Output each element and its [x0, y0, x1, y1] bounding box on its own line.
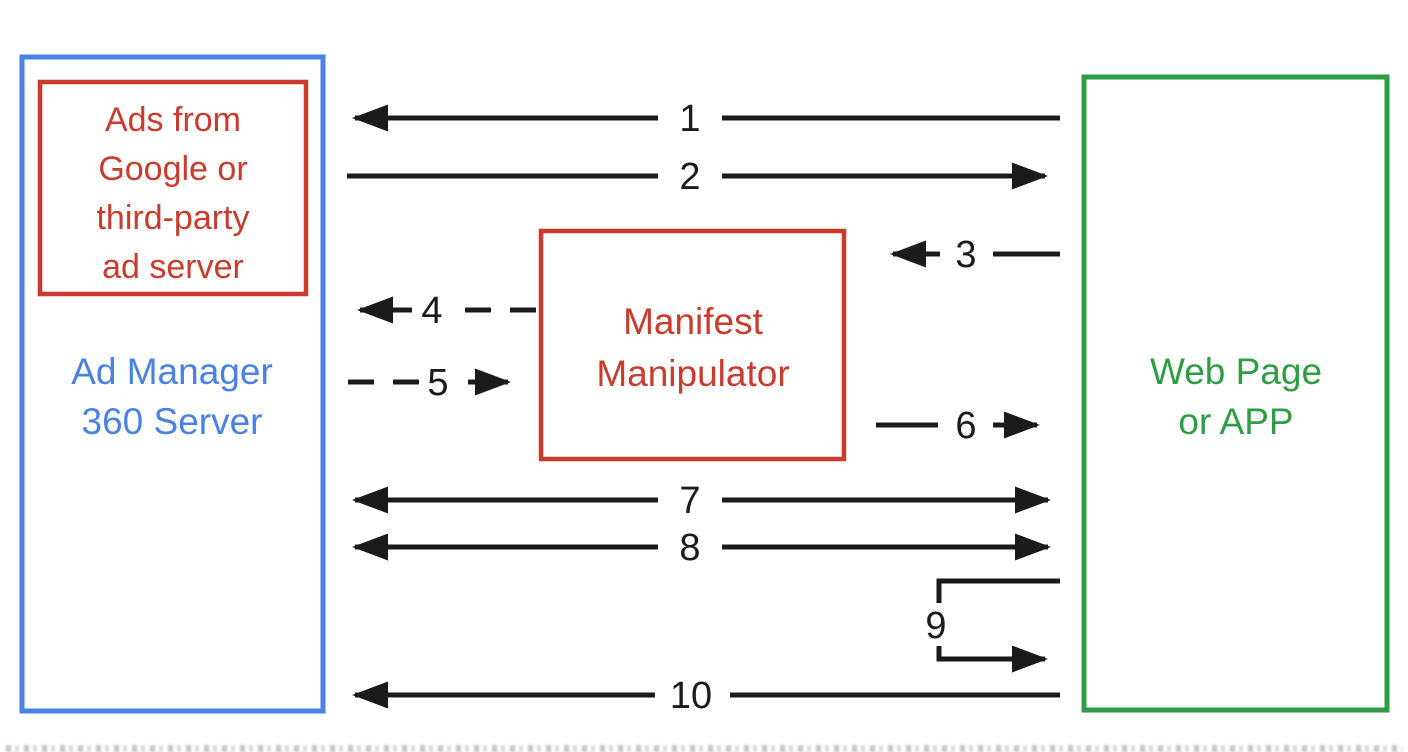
ads-source-line1: Ads from	[105, 101, 241, 139]
web-page-line1: Web Page	[1150, 351, 1322, 392]
ads-source-label: Ads from Google or third-party ad server	[96, 101, 249, 286]
ads-source-line3: third-party	[96, 199, 249, 237]
manifest-line2: Manipulator	[596, 353, 789, 394]
manifest-label: Manifest Manipulator	[596, 301, 789, 394]
manifest-line1: Manifest	[623, 301, 764, 342]
manifest-box	[538, 228, 847, 462]
arrow-9-label: 9	[925, 605, 946, 647]
web-page-line2: or APP	[1178, 401, 1293, 442]
arrow-4-label: 4	[421, 290, 442, 332]
arrow-9: 9	[925, 578, 1060, 673]
arrow-2-label: 2	[679, 156, 700, 198]
ad-manager-label: Ad Manager 360 Server	[71, 351, 273, 442]
arrow-9-loop-bottom	[936, 645, 1048, 673]
arrow-4: 4	[357, 290, 541, 332]
arrow-7: 7	[352, 480, 1051, 522]
web-page-label: Web Page or APP	[1150, 351, 1322, 442]
ads-source-line2: Google or	[98, 150, 247, 188]
arrow-1: 1	[352, 98, 1060, 140]
arrow-2: 2	[347, 156, 1048, 198]
bottom-artifact-strip	[6, 745, 1402, 752]
arrow-8: 8	[352, 527, 1051, 569]
arrow-10: 10	[352, 675, 1060, 717]
ads-source-line4: ad server	[102, 248, 244, 286]
arrow-3: 3	[890, 234, 1060, 276]
arrow-9-loop-top	[936, 578, 1060, 603]
arrow-6: 6	[876, 405, 1040, 447]
arrow-3-label: 3	[955, 234, 976, 276]
ad-manager-line1: Ad Manager	[71, 351, 273, 392]
web-page-box	[1081, 74, 1390, 713]
arrow-6-label: 6	[955, 405, 976, 447]
ads-source-box	[37, 79, 309, 297]
arrow-7-label: 7	[679, 480, 700, 522]
arrow-5: 5	[348, 362, 511, 404]
arrow-1-label: 1	[679, 98, 700, 140]
arrow-5-label: 5	[427, 362, 448, 404]
arrow-8-label: 8	[679, 527, 700, 569]
ad-manager-box	[19, 54, 326, 714]
arrow-10-label: 10	[670, 675, 712, 717]
ad-manager-line2: 360 Server	[82, 401, 263, 442]
